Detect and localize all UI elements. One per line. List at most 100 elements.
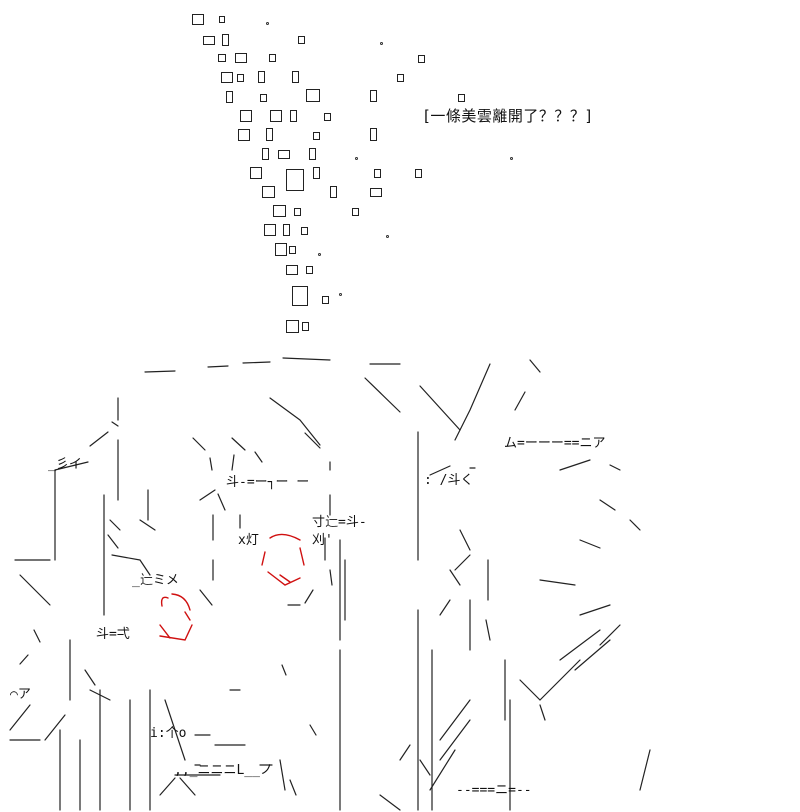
right-outline bbox=[559, 459, 621, 471]
left-outline bbox=[44, 639, 71, 741]
particle bbox=[219, 16, 225, 23]
particle bbox=[221, 72, 233, 83]
particle bbox=[238, 129, 250, 141]
particle bbox=[226, 91, 233, 103]
face-outline bbox=[159, 777, 196, 796]
particle bbox=[258, 71, 265, 83]
particle bbox=[278, 150, 290, 159]
particle bbox=[370, 188, 382, 197]
particle-dot bbox=[355, 157, 358, 160]
art-label-face-right: 寸辷=斗- bbox=[312, 515, 367, 530]
face-outline bbox=[209, 454, 235, 471]
particle bbox=[313, 167, 320, 179]
right-outline bbox=[439, 569, 461, 616]
left-outline bbox=[103, 439, 119, 616]
right-outline bbox=[579, 604, 611, 616]
left-outline bbox=[84, 669, 111, 701]
left-outline bbox=[107, 519, 121, 549]
art-label-hand: i:个o bbox=[150, 726, 187, 741]
face-outline bbox=[287, 589, 314, 606]
particle bbox=[415, 169, 422, 178]
particle bbox=[235, 53, 247, 63]
right-outline bbox=[579, 539, 601, 549]
left-eye-red bbox=[159, 611, 191, 639]
particle-dot bbox=[266, 22, 269, 25]
face-outline bbox=[199, 589, 213, 606]
particle bbox=[322, 296, 329, 304]
particle bbox=[218, 54, 226, 62]
particle bbox=[374, 169, 381, 178]
art-label-right-top: ム=ーーー==ニア bbox=[504, 436, 606, 451]
particle bbox=[203, 36, 215, 45]
particle bbox=[286, 265, 298, 275]
particle bbox=[370, 128, 377, 141]
particle bbox=[301, 227, 308, 235]
particle bbox=[222, 34, 229, 46]
particle-dot bbox=[318, 253, 321, 256]
left-outline bbox=[149, 689, 186, 811]
particle-dot bbox=[380, 42, 383, 45]
hair-outline bbox=[144, 357, 401, 373]
particle bbox=[283, 224, 290, 236]
right-outline bbox=[539, 624, 621, 701]
hair-strand bbox=[89, 431, 109, 447]
hair-strand bbox=[419, 385, 461, 431]
particle bbox=[298, 36, 305, 44]
art-label-face-mid: x灯 bbox=[238, 533, 259, 548]
particle bbox=[292, 286, 308, 306]
art-label-face-top: 斗-=ー┐ー ー bbox=[226, 475, 310, 490]
particle bbox=[306, 89, 320, 102]
particle bbox=[302, 322, 309, 331]
hair-strand bbox=[111, 397, 119, 427]
particle bbox=[330, 186, 337, 198]
particle bbox=[458, 94, 465, 102]
particle bbox=[418, 55, 425, 63]
right-outline bbox=[539, 579, 576, 586]
hair-strand bbox=[454, 363, 491, 441]
particle bbox=[309, 148, 316, 160]
particle bbox=[294, 208, 301, 216]
particle bbox=[370, 90, 377, 102]
right-outline bbox=[599, 499, 641, 531]
art-label-right-mid: : /斗く bbox=[424, 473, 474, 488]
face-outline bbox=[329, 569, 333, 586]
art-label-left-row: _彡イ bbox=[48, 457, 82, 472]
right-outline bbox=[485, 559, 491, 641]
particle bbox=[260, 94, 267, 102]
right-outline bbox=[429, 749, 651, 791]
left-outline bbox=[139, 489, 156, 531]
particle-dot bbox=[386, 235, 389, 238]
art-label-bottom-right: --===ニ=-- bbox=[456, 783, 532, 798]
hair-strand bbox=[364, 377, 401, 413]
right-eye-red bbox=[261, 533, 305, 586]
art-label-face-right-low: 刈' bbox=[312, 533, 333, 548]
particle bbox=[292, 71, 299, 83]
art-label-mouth-left: 斗=弌 bbox=[96, 627, 130, 642]
particle bbox=[262, 186, 275, 198]
particle bbox=[275, 243, 287, 256]
art-label-bottom-left: ⌒ア bbox=[10, 687, 31, 702]
caption-text: [一條美雲離開了？？？] bbox=[424, 107, 592, 125]
right-outline bbox=[439, 699, 471, 761]
particle bbox=[313, 132, 320, 140]
left-outline bbox=[111, 554, 151, 576]
left-outline bbox=[19, 574, 51, 606]
particle bbox=[250, 167, 262, 179]
particle bbox=[286, 169, 304, 191]
particle bbox=[237, 74, 244, 82]
left-eye-red bbox=[159, 593, 193, 641]
right-outline bbox=[504, 659, 511, 811]
particle bbox=[192, 14, 204, 25]
particle bbox=[273, 205, 286, 217]
hair-strand bbox=[192, 432, 321, 463]
left-outline bbox=[14, 469, 56, 561]
face-outline bbox=[199, 489, 226, 511]
particle bbox=[269, 54, 276, 62]
particle-dot bbox=[339, 293, 342, 296]
right-outline bbox=[559, 629, 611, 671]
left-outline bbox=[19, 629, 41, 665]
right-outline bbox=[399, 744, 431, 776]
particle bbox=[286, 320, 299, 333]
